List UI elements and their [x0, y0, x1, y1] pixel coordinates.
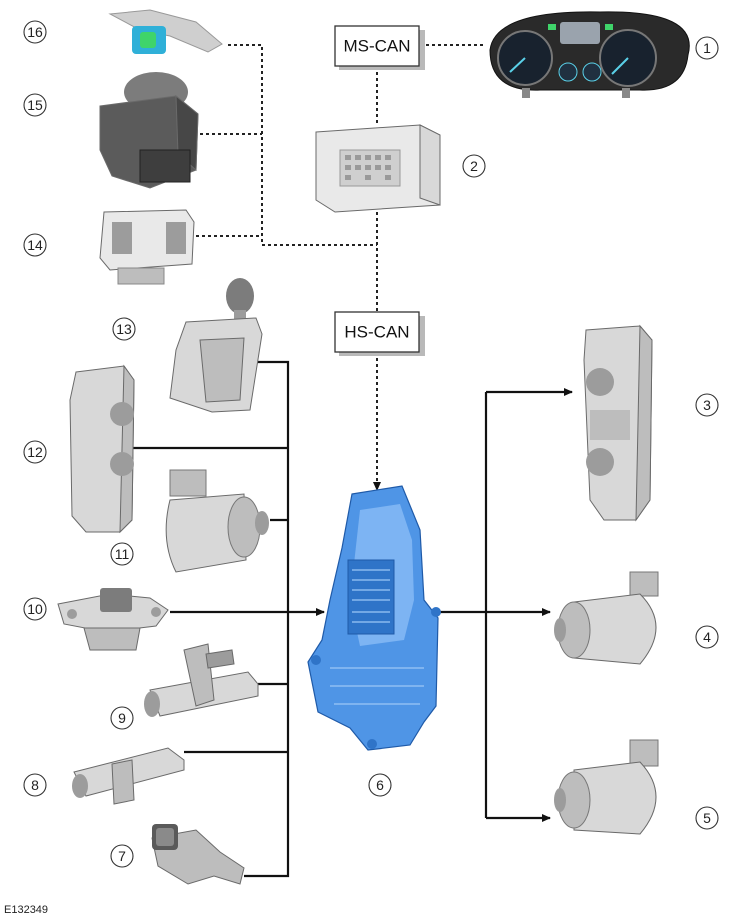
callout-5: 5: [695, 806, 719, 830]
svg-text:10: 10: [27, 601, 43, 617]
transmission-control-module-illustration: [307, 485, 441, 751]
hs-can-label: HS-CAN: [344, 323, 409, 342]
svg-text:5: 5: [703, 810, 711, 826]
svg-text:8: 8: [31, 777, 39, 793]
hs-can-box: HS-CAN: [334, 311, 425, 356]
callout-10: 10: [23, 597, 47, 621]
svg-text:7: 7: [118, 848, 126, 864]
callout-14: 14: [23, 233, 47, 257]
svg-text:13: 13: [116, 321, 132, 337]
instrument-cluster-illustration: [489, 11, 690, 98]
svg-text:3: 3: [703, 397, 711, 413]
svg-text:4: 4: [703, 629, 711, 645]
steering-module-illustration: [108, 9, 223, 54]
sensor-10-illustration: [57, 588, 169, 651]
svg-text:6: 6: [376, 777, 384, 793]
svg-text:1: 1: [703, 40, 711, 56]
callout-12: 12: [23, 440, 47, 464]
clutch-actuator-left-illustration: [69, 364, 135, 534]
callout-3: 3: [695, 393, 719, 417]
clutch-motor-illustration: [165, 469, 269, 573]
ms-can-label: MS-CAN: [343, 37, 410, 56]
callout-7: 7: [110, 844, 134, 868]
svg-text:12: 12: [27, 444, 43, 460]
callout-15: 15: [23, 93, 47, 117]
callout-9: 9: [110, 706, 134, 730]
ms-can-box: MS-CAN: [334, 25, 425, 70]
speed-sensor-8-illustration: [72, 747, 185, 805]
engine-control-module-illustration: [99, 209, 195, 285]
abs-module-illustration: [99, 72, 199, 189]
svg-text:11: 11: [115, 546, 130, 562]
callout-4: 4: [695, 625, 719, 649]
callout-1: 1: [695, 36, 719, 60]
shift-motor-lower-illustration: [554, 739, 659, 835]
shift-motor-upper-illustration: [554, 571, 659, 665]
reference-code: E132349: [4, 904, 49, 916]
callout-8: 8: [23, 773, 47, 797]
svg-text:16: 16: [27, 24, 43, 40]
speed-sensor-9-illustration: [144, 643, 259, 717]
callout-11: 11: [110, 542, 134, 566]
sensor-7-illustration: [151, 824, 245, 885]
network-lines: [196, 44, 484, 491]
callout-2: 2: [462, 154, 486, 178]
svg-text:14: 14: [27, 237, 43, 253]
gear-selector-illustration: [169, 278, 263, 413]
svg-text:2: 2: [470, 158, 478, 174]
callout-6: 6: [368, 773, 392, 797]
clutch-actuator-illustration: [583, 324, 653, 522]
body-control-module-illustration: [315, 124, 441, 213]
svg-text:15: 15: [27, 97, 43, 113]
svg-text:9: 9: [118, 710, 126, 726]
callout-16: 16: [23, 20, 47, 44]
callout-13: 13: [112, 317, 136, 341]
hardwired-lines: [130, 360, 573, 878]
